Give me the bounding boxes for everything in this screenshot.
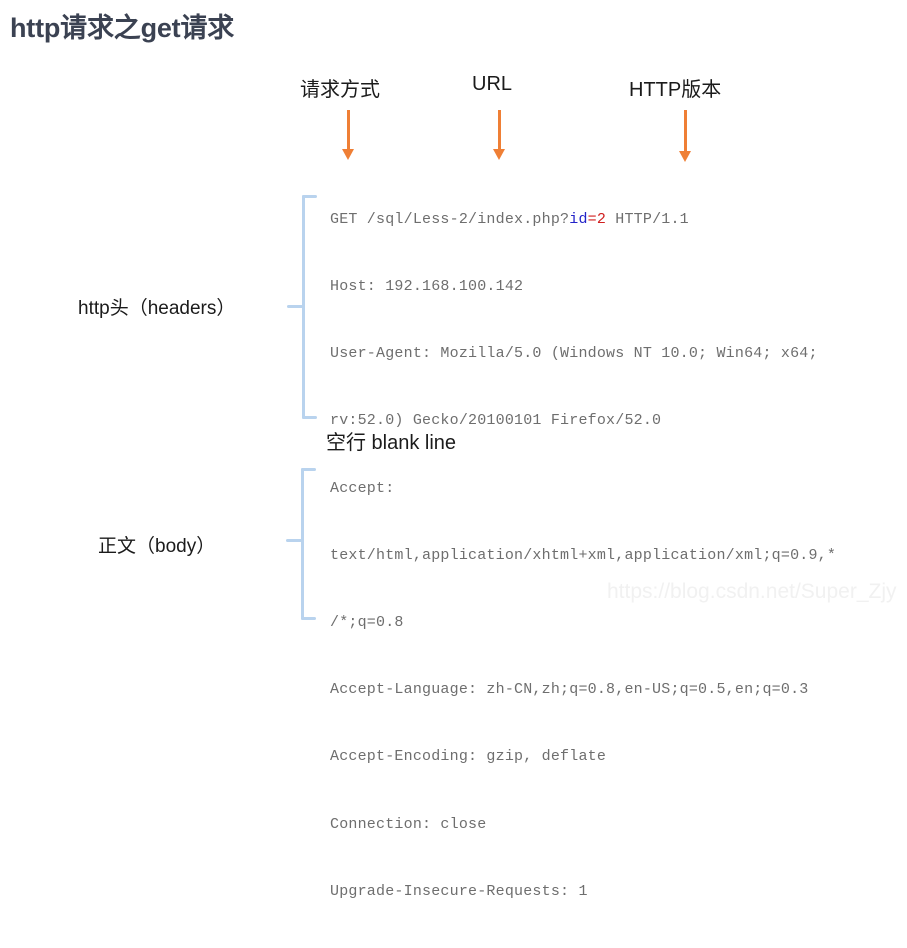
- header-line: text/html,application/xhtml+xml,applicat…: [330, 546, 837, 564]
- header-line: Accept:: [330, 479, 395, 497]
- page-title: http请求之get请求: [10, 13, 235, 43]
- blank-line-caption: 空行 blank line: [326, 432, 457, 454]
- arrow-url-icon: [489, 110, 509, 160]
- header-line: Upgrade-Insecure-Requests: 1: [330, 882, 588, 900]
- arrow-http-version-icon: [675, 110, 695, 162]
- watermark: https://blog.csdn.net/Super_Zjy: [607, 580, 897, 603]
- headers-label: http头（headers）: [78, 298, 236, 319]
- headers-brace: [287, 195, 320, 419]
- header-line: Accept-Language: zh-CN,zh;q=0.8,en-US;q=…: [330, 681, 809, 699]
- body-brace: [286, 468, 319, 620]
- request-line-prefix: GET /sql/Less-2/index.php?: [330, 210, 570, 228]
- callout-label-url: URL: [472, 73, 513, 95]
- header-line: rv:52.0) Gecko/20100101 Firefox/52.0: [330, 412, 662, 430]
- request-line-suffix: HTTP/1.1: [606, 210, 689, 228]
- header-line: Accept-Encoding: gzip, deflate: [330, 748, 607, 766]
- request-line: GET /sql/Less-2/index.php?id=2 HTTP/1.1: [330, 209, 890, 231]
- callout-label-request-method: 请求方式: [300, 79, 380, 101]
- header-line: Connection: close: [330, 815, 487, 833]
- body-label: 正文（body）: [98, 536, 216, 557]
- http-request-text: GET /sql/Less-2/index.php?id=2 HTTP/1.1 …: [330, 164, 890, 948]
- request-param-key: id: [569, 210, 588, 228]
- callout-label-http-version: HTTP版本: [629, 79, 722, 101]
- request-param-value: =2: [587, 210, 607, 228]
- header-line: Host: 192.168.100.142: [330, 278, 524, 296]
- header-line: /*;q=0.8: [330, 614, 404, 632]
- header-line: User-Agent: Mozilla/5.0 (Windows NT 10.0…: [330, 345, 818, 363]
- arrow-request-method-icon: [338, 110, 358, 160]
- slide-canvas: http请求之get请求 请求方式 URL HTTP版本 GET /sql/Le…: [10, 13, 897, 900]
